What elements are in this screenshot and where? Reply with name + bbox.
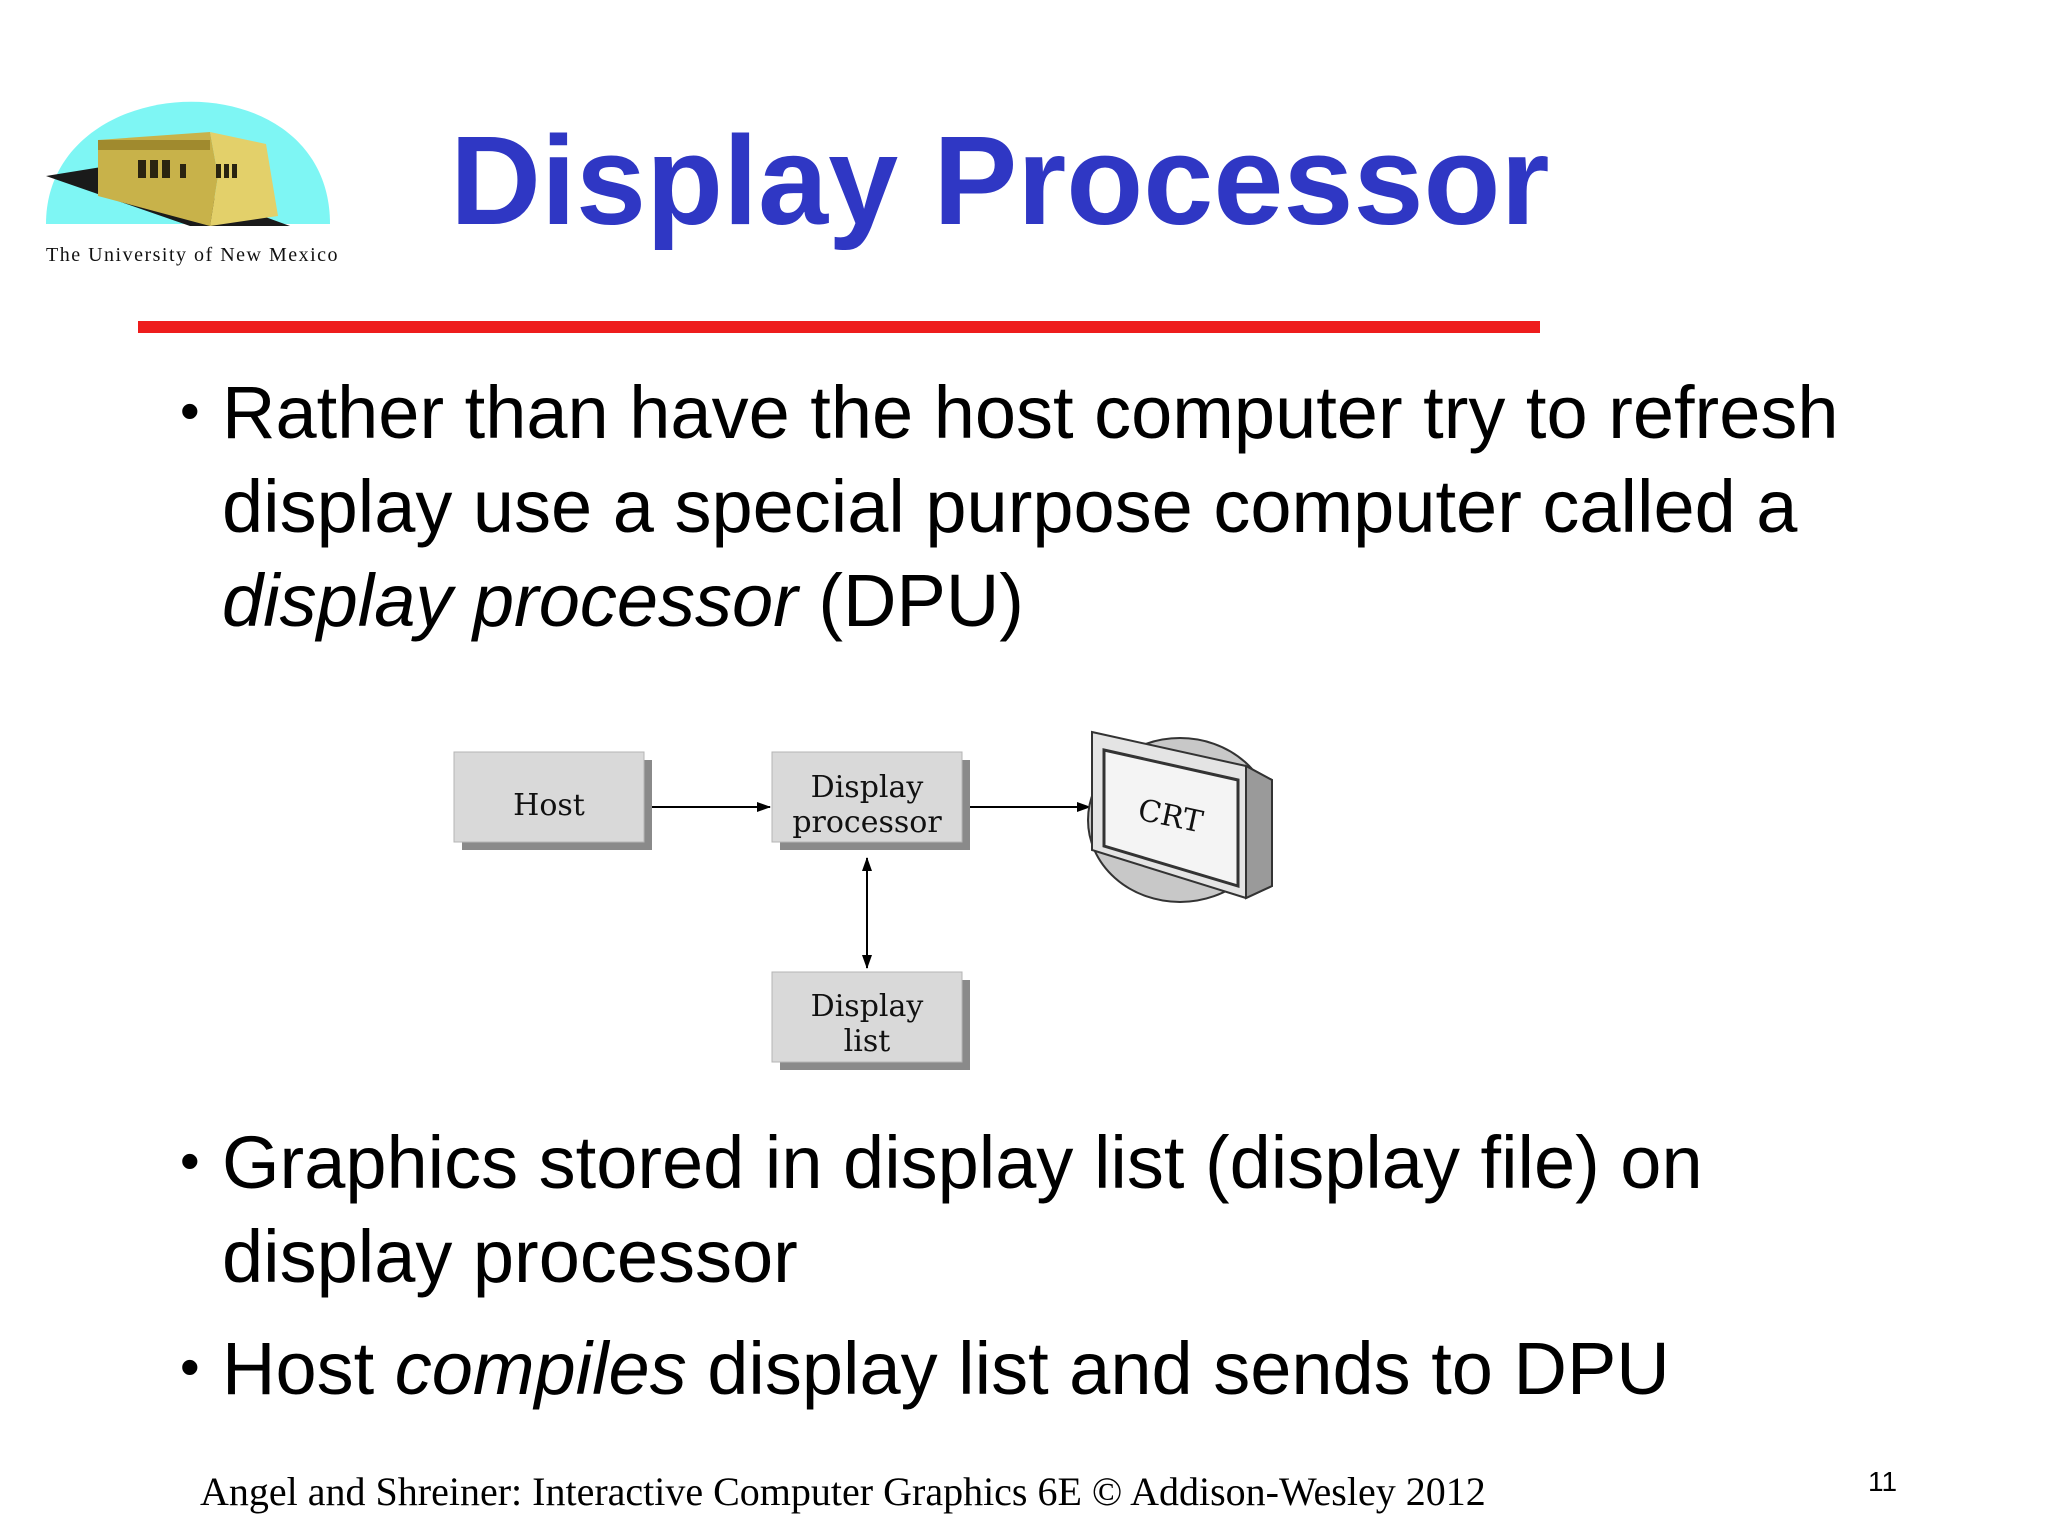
dpu-diagram: Host Display processor Display list CRT — [453, 730, 1273, 1070]
display-list-label-line1: Display — [811, 989, 924, 1024]
bullet-text: Host — [222, 1327, 395, 1410]
bullet-text: (DPU) — [797, 559, 1024, 642]
bullet-item: Rather than have the host computer try t… — [180, 364, 1942, 648]
bullet-emphasis: display processor — [222, 559, 798, 642]
bullet-item: Host compiles display list and sends to … — [180, 1320, 1942, 1416]
footer-credit: Angel and Shreiner: Interactive Computer… — [200, 1469, 1486, 1514]
slide-title: Display Processor — [450, 110, 1550, 251]
crt-monitor-icon: CRT — [1087, 730, 1273, 903]
display-processor-label-line1: Display — [811, 770, 924, 805]
title-divider — [138, 321, 1540, 333]
bullet-text: Graphics stored in display list (display… — [222, 1121, 1703, 1298]
host-label: Host — [513, 788, 585, 823]
display-processor-node: Display processor — [771, 751, 970, 850]
display-processor-label-line2: processor — [792, 805, 942, 840]
display-list-node: Display list — [771, 971, 970, 1070]
logo-caption: The University of New Mexico — [46, 244, 340, 266]
page-number: 11 — [1868, 1466, 1898, 1497]
bullet-emphasis: compiles — [394, 1327, 687, 1410]
host-node: Host — [453, 751, 652, 850]
display-list-label-line2: list — [844, 1024, 891, 1059]
logo-graphic — [46, 101, 330, 226]
bullet-text: display list and sends to DPU — [686, 1327, 1670, 1410]
university-logo: The University of New Mexico — [40, 56, 340, 266]
bullet-item: Graphics stored in display list (display… — [180, 1114, 1942, 1304]
bullet-text: Rather than have the host computer try t… — [222, 371, 1839, 548]
